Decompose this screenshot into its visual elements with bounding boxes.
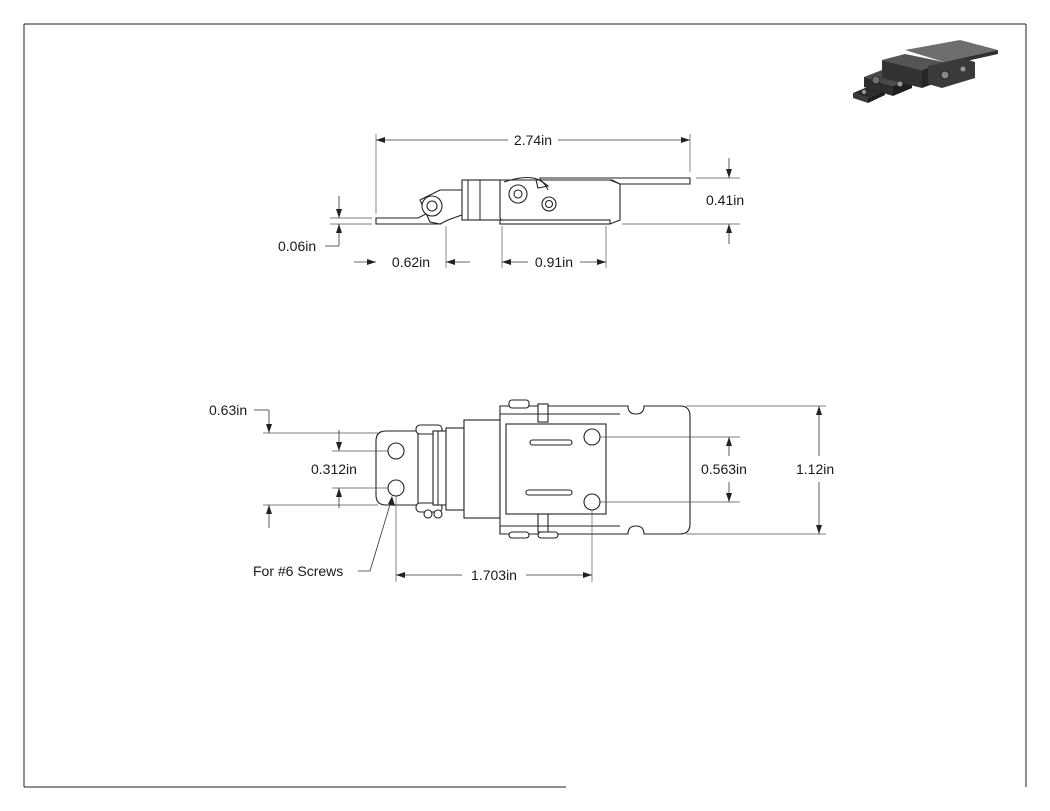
dimension-height: 0.41in bbox=[622, 158, 744, 244]
top-view bbox=[375, 399, 691, 539]
sheet-border bbox=[23, 23, 1027, 788]
hole-to-hole-length-label: 1.703in bbox=[471, 567, 517, 583]
base-length-label: 0.91in bbox=[535, 254, 573, 270]
dimension-hook-length: 0.62in bbox=[354, 226, 470, 270]
dimension-overall-length: 2.74in bbox=[375, 132, 691, 214]
height-label: 0.41in bbox=[706, 192, 744, 208]
side-view bbox=[375, 177, 691, 225]
plate-thickness-label: 0.06in bbox=[278, 238, 316, 254]
dimension-overall-width: 1.12in bbox=[686, 405, 834, 535]
hook-length-label: 0.62in bbox=[392, 254, 430, 270]
base-hole-spacing-label: 0.563in bbox=[701, 461, 747, 477]
overall-length-label: 2.74in bbox=[514, 132, 552, 148]
dimension-base-length: 0.91in bbox=[501, 226, 607, 270]
dimension-plate-thickness: 0.06in bbox=[278, 196, 372, 254]
dimension-hole-to-hole-length: 1.703in bbox=[395, 496, 593, 583]
dimension-hook-hole-spacing: 0.312in bbox=[311, 430, 388, 508]
hook-hole-spacing-label: 0.312in bbox=[311, 461, 357, 477]
dimension-base-hole-spacing: 0.563in bbox=[600, 436, 747, 503]
dimension-hook-tab-width: 0.63in bbox=[209, 402, 378, 528]
overall-width-label: 1.12in bbox=[796, 461, 834, 477]
screw-note-label: For #6 Screws bbox=[253, 563, 343, 579]
screw-note-leader: For #6 Screws bbox=[253, 496, 395, 579]
isometric-thumbnail bbox=[853, 40, 998, 103]
hook-tab-width-label: 0.63in bbox=[209, 402, 247, 418]
